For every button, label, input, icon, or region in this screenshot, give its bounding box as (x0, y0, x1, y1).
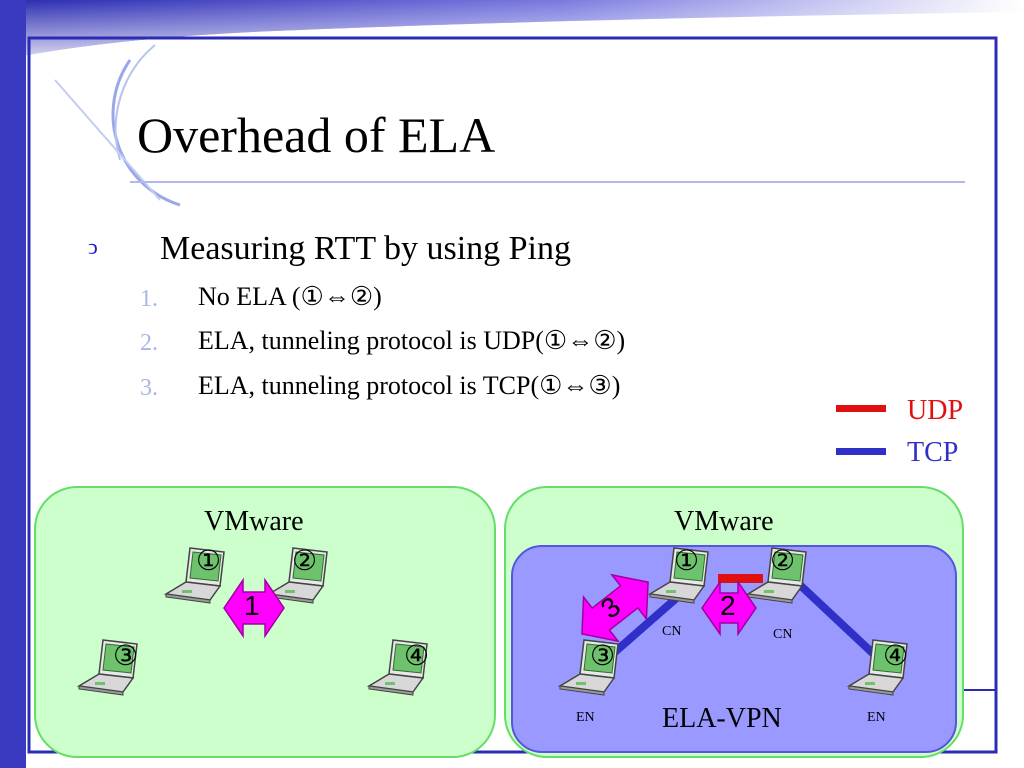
list-number: 2. (140, 330, 158, 356)
en-label: EN (867, 710, 886, 725)
ela-vpn-label: ELA-VPN (662, 703, 782, 734)
double-arrow-3 (581, 573, 649, 643)
tcp-link (797, 582, 883, 663)
en-label: EN (576, 710, 595, 725)
left-panel-title: VMware (204, 506, 304, 537)
double-arrow-2 (701, 579, 757, 637)
decorative-arc (111, 59, 181, 207)
list-item: ELA, tunneling protocol is UDP(①⇔②) (198, 326, 626, 355)
node-label: ② (770, 546, 796, 577)
node-label: ① (674, 546, 700, 577)
legend-label-udp: UDP (907, 395, 964, 426)
page-title: Overhead of ELA (137, 107, 496, 163)
node-label: ③ (590, 641, 616, 672)
legend-swatch-tcp (836, 448, 886, 455)
legend-swatch-udp (836, 405, 886, 412)
node-label: ① (196, 546, 222, 577)
double-arrow-1 (223, 577, 285, 639)
legend-swatches (836, 405, 886, 455)
left-edge-band (0, 0, 26, 768)
slide-frame (27, 36, 998, 754)
bullet-icon: ↄ (88, 234, 98, 259)
udp-link (718, 574, 763, 583)
legend-label-tcp: TCP (907, 437, 959, 468)
arrow-label-1: 1 (244, 590, 260, 621)
bullet-text: Measuring RTT by using Ping (160, 230, 572, 267)
list-number: 3. (140, 375, 158, 401)
arrow-label-2: 2 (720, 590, 736, 621)
list-item: No ELA (①⇔②) (198, 282, 382, 311)
right-panel-title: VMware (674, 506, 774, 537)
node-label: ② (292, 546, 318, 577)
node-label: ④ (404, 641, 430, 672)
cn-label: CN (773, 627, 793, 642)
node-label: ③ (113, 641, 139, 672)
cn-label: CN (662, 624, 682, 639)
list-number: 1. (140, 286, 158, 312)
list-item: ELA, tunneling protocol is TCP(①⇔③) (198, 371, 621, 400)
node-label: ④ (883, 641, 909, 672)
